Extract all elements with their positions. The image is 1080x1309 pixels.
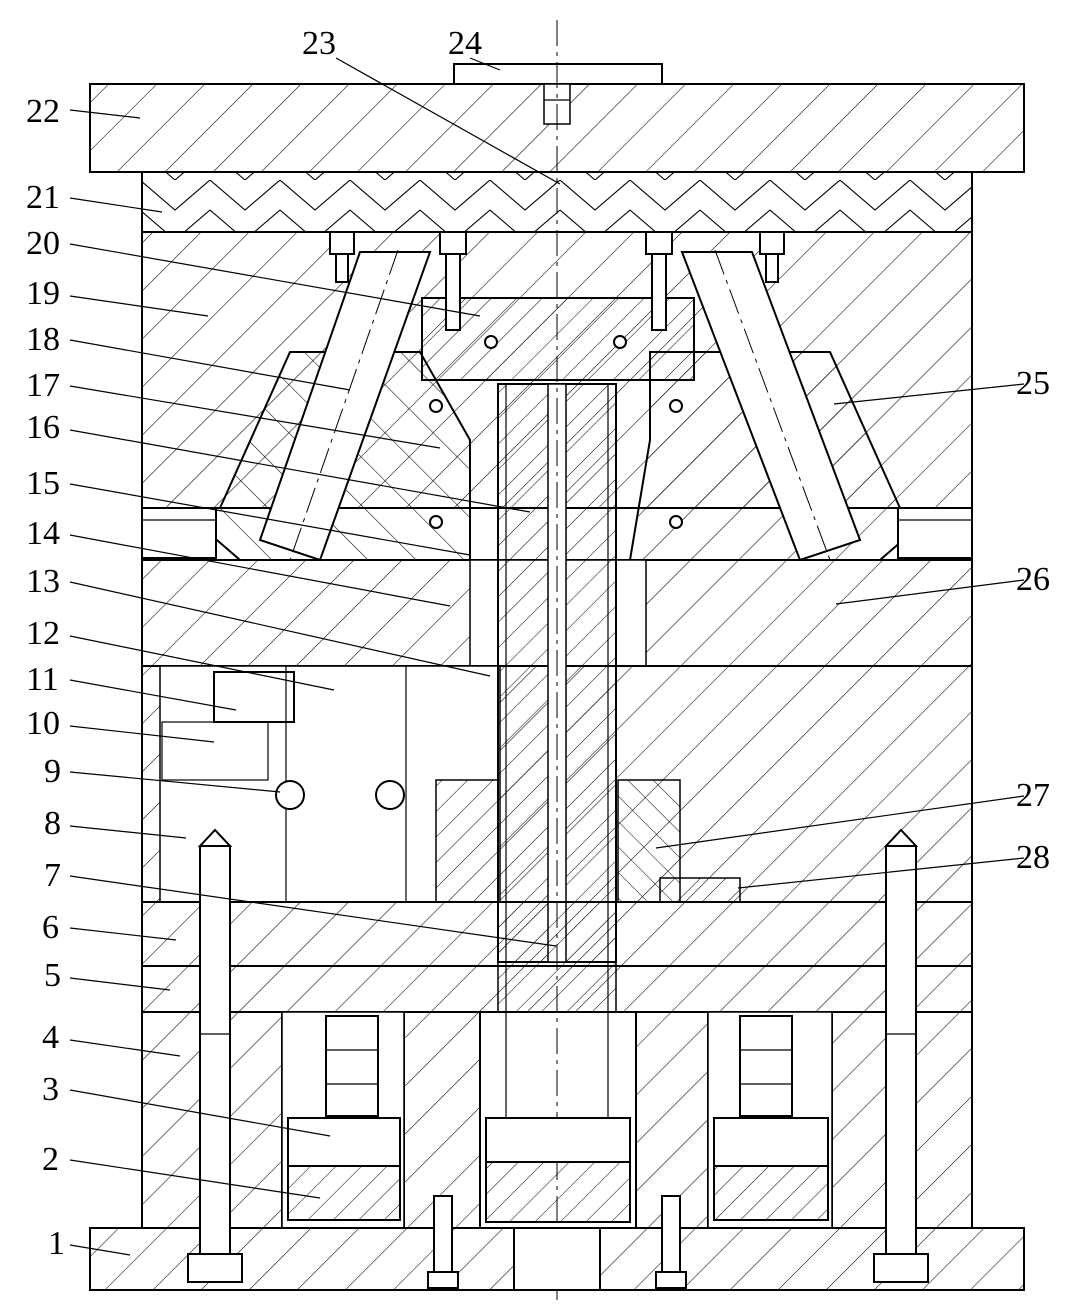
side-block-left [141, 507, 217, 559]
thread-core-left [435, 779, 499, 903]
label-25: 25 [1016, 365, 1050, 402]
spring-left [325, 1015, 379, 1117]
label-24: 24 [448, 25, 482, 62]
center-support-right [635, 1011, 709, 1229]
label-7: 7 [44, 857, 61, 894]
label-15: 15 [26, 465, 60, 502]
label-22: 22 [26, 93, 60, 130]
label-1: 1 [48, 1225, 65, 1262]
ejector-retainer-right [713, 1117, 829, 1167]
label-16: 16 [26, 409, 60, 446]
label-20: 20 [26, 225, 60, 262]
ejector-retainer-left [287, 1117, 401, 1167]
label-5: 5 [44, 957, 61, 994]
screws-top [329, 231, 785, 331]
ejector-plate-right [713, 1165, 829, 1221]
label-26: 26 [1016, 561, 1050, 598]
ejector-plate-left [287, 1165, 401, 1221]
label-28: 28 [1016, 839, 1050, 876]
leader-lines [69, 57, 1025, 1256]
label-10: 10 [26, 705, 60, 742]
side-block-right [897, 507, 973, 559]
spring-right [739, 1015, 793, 1117]
label-4: 4 [42, 1019, 59, 1056]
screws-bottom [427, 1195, 687, 1289]
label-23: 23 [302, 25, 336, 62]
ball-right [375, 780, 405, 810]
label-9: 9 [44, 753, 61, 790]
label-2: 2 [42, 1141, 59, 1178]
label-6: 6 [42, 909, 59, 946]
label-19: 19 [26, 275, 60, 312]
label-11: 11 [26, 661, 59, 698]
knockout-hole [513, 1227, 601, 1291]
ball-left [275, 780, 305, 810]
part-labels: 1 2 3 4 5 6 7 8 9 10 11 12 13 14 15 16 1… [26, 25, 1050, 1262]
label-8: 8 [44, 805, 61, 842]
label-12: 12 [26, 615, 60, 652]
label-18: 18 [26, 321, 60, 358]
locating-ring [453, 63, 663, 85]
manifold-block [421, 297, 695, 381]
angle-pin-right [680, 249, 862, 562]
label-14: 14 [26, 515, 60, 552]
bolt-left [187, 828, 243, 1283]
bolt-right [873, 828, 929, 1283]
label-27: 27 [1016, 777, 1050, 814]
label-21: 21 [26, 179, 60, 216]
label-13: 13 [26, 563, 60, 600]
label-3: 3 [42, 1071, 59, 1108]
label-17: 17 [26, 367, 60, 404]
